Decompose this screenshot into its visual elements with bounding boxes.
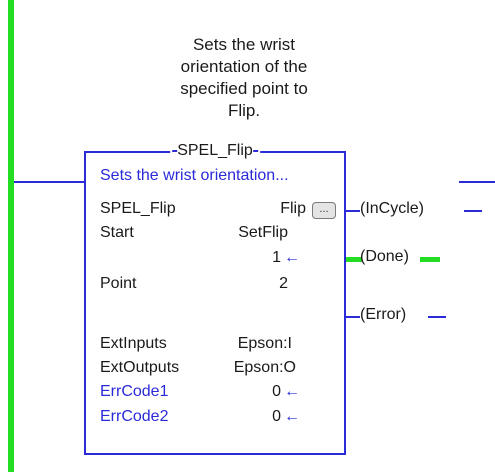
incycle-wire-left — [346, 210, 360, 212]
rung-comment[interactable]: Sets the wrist orientation of the specif… — [154, 34, 334, 122]
errcode2-number: 0 — [272, 408, 281, 425]
incycle-output-coil[interactable]: (InCycle) — [360, 200, 425, 217]
errcode1-value: 0← — [272, 383, 300, 401]
comment-line-3: specified point to — [180, 79, 308, 98]
block-description: Sets the wrist orientation... — [100, 167, 289, 184]
extoutputs-value[interactable]: Epson:O — [233, 359, 296, 376]
start-label: Start — [100, 224, 134, 241]
power-rail — [8, 0, 14, 472]
rung-wire-right — [459, 181, 495, 183]
comment-line-4: Flip. — [227, 101, 261, 120]
error-wire-left — [346, 316, 360, 318]
rung-wire-left — [14, 181, 86, 183]
extinputs-label: ExtInputs — [100, 335, 167, 352]
start-status-value: 1← — [272, 249, 300, 267]
done-wire-left — [346, 257, 362, 262]
errcode2-label: ErrCode2 — [100, 408, 169, 425]
point-value[interactable]: 2 — [279, 275, 288, 292]
done-wire-right — [420, 257, 440, 262]
errcode1-label: ErrCode1 — [100, 383, 169, 400]
name-value[interactable]: Flip — [280, 200, 306, 217]
error-output-coil[interactable]: (Error) — [360, 306, 407, 323]
error-wire-right — [428, 316, 446, 318]
left-arrow-icon: ← — [284, 408, 300, 425]
spel-flip-instruction-block[interactable]: SPEL_Flip Sets the wrist orientation... … — [84, 142, 346, 455]
block-title: SPEL_Flip — [170, 142, 260, 160]
start-value[interactable]: SetFlip — [238, 224, 288, 241]
comment-line-2: orientation of the — [180, 57, 308, 76]
done-output-coil[interactable]: (Done) — [360, 248, 409, 265]
errcode2-value: 0← — [272, 408, 300, 426]
start-status-number: 1 — [272, 249, 281, 266]
extoutputs-label: ExtOutputs — [100, 359, 180, 376]
properties-button[interactable]: ... — [312, 202, 336, 219]
point-label: Point — [100, 275, 137, 292]
errcode1-number: 0 — [272, 383, 281, 400]
extinputs-value[interactable]: Epson:I — [237, 335, 292, 352]
name-label: SPEL_Flip — [100, 200, 176, 217]
incycle-wire-right — [464, 210, 482, 212]
comment-line-1: Sets the wrist — [192, 35, 296, 54]
left-arrow-icon: ← — [284, 249, 300, 266]
left-arrow-icon: ← — [284, 383, 300, 400]
